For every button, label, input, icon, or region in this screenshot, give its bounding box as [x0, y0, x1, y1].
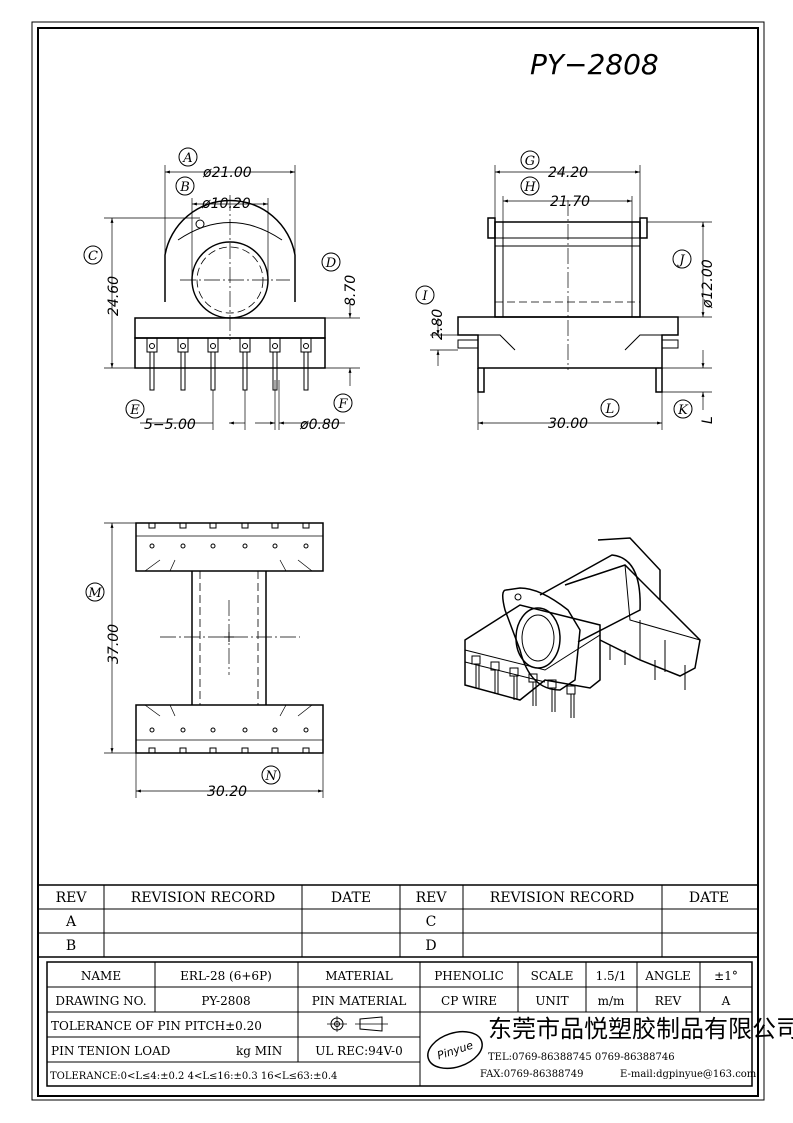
rev-header-2: REV [416, 890, 448, 906]
callout-label: J [676, 253, 685, 268]
title-block: NAME ERL-28 (6+6P) MATERIAL PHENOLIC SCA… [46, 961, 793, 1087]
callout-label: K [677, 403, 689, 418]
pin-material-label: PIN MATERIAL [312, 994, 407, 1008]
callout-f-marker: F [333, 393, 353, 413]
pin [303, 351, 309, 391]
callout-k-marker: K [673, 399, 693, 419]
dim-c-value: 24.60 [106, 276, 122, 316]
scale-value: 1.5/1 [596, 969, 627, 983]
rev-record-header-2: REVISION RECORD [490, 890, 634, 906]
company-email: E-mail:dgpinyue@163.com [620, 1069, 757, 1080]
rev-row-b: B [66, 938, 76, 954]
isometric-view [464, 537, 701, 718]
tolerance-pin-pitch: TOLERANCE OF PIN PITCH±0.20 [51, 1019, 262, 1033]
drawing-code: PY−2808 [530, 48, 659, 81]
pin-tension-load-label: PIN TENION LOAD [51, 1044, 170, 1058]
name-value: ERL-28 (6+6P) [180, 969, 272, 983]
dim-l-value: 30.00 [548, 416, 588, 432]
callout-label: N [264, 769, 277, 784]
rev-label: REV [655, 994, 682, 1008]
rev-row-a: A [65, 914, 77, 930]
company-name: 东莞市品悦塑胶制品有限公司 [488, 1015, 793, 1043]
front-view: ø21.00 ø10.20 24.60 8.70 5−5.00 ø0.80 [104, 165, 360, 433]
callout-b-marker: B [175, 176, 195, 196]
pin [149, 351, 155, 391]
callout-label: B [179, 180, 190, 195]
dim-h-value: 21.70 [550, 194, 590, 210]
date-header-2: DATE [689, 890, 729, 906]
dim-j-value: ø12.00 [700, 259, 716, 309]
company-fax: FAX:0769-86388749 [480, 1069, 584, 1080]
callout-label: M [87, 586, 102, 601]
callout-d-marker: D [321, 252, 341, 272]
pin [210, 351, 216, 391]
callout-label: L [605, 402, 615, 417]
tolerance-general: TOLERANCE:0<L≤4:±0.2 4<L≤16:±0.3 16<L≤63… [50, 1071, 337, 1082]
rev-row-d: D [425, 938, 436, 954]
top-view: 37.00 30.20 [104, 522, 324, 800]
callout-h-marker: H [520, 176, 540, 196]
callout-label: D [325, 256, 337, 271]
pin [180, 351, 186, 391]
drawing-no-label: DRAWING NO. [55, 994, 146, 1008]
drawing-no-value: PY-2808 [201, 994, 250, 1008]
callout-label: C [88, 249, 98, 264]
revision-table: REV REVISION RECORD DATE REV REVISION RE… [38, 884, 758, 958]
dim-f-value: ø0.80 [299, 417, 340, 433]
callout-label: E [129, 403, 140, 418]
dim-m-value: 37.00 [106, 624, 122, 664]
callout-m-marker: M [85, 582, 105, 602]
dim-k-value: L [700, 416, 716, 424]
callout-j-marker: J [672, 249, 692, 269]
rev-row-c: C [426, 914, 437, 930]
rev-value: A [721, 994, 731, 1008]
inner-border [37, 27, 759, 1097]
pin [242, 351, 248, 391]
projection-symbol [327, 1016, 388, 1032]
rev-header-1: REV [56, 890, 88, 906]
callout-e-marker: E [125, 399, 145, 419]
callout-i-marker: I [415, 285, 435, 305]
logo-text: Pinyue [436, 1039, 475, 1063]
ul-rec: UL REC:94V-0 [315, 1044, 402, 1058]
pin-tension-load-value: kg MIN [236, 1044, 282, 1058]
company-tel: TEL:0769-86388745 0769-86388746 [488, 1052, 675, 1063]
angle-label: ANGLE [644, 969, 690, 983]
callout-n-marker: N [261, 765, 281, 785]
side-view: 24.20 21.70 ø12.00 2.80 30.00 L [430, 165, 716, 432]
dim-b-value: ø10.20 [201, 196, 251, 212]
name-label: NAME [81, 969, 121, 983]
callout-a-marker: A [178, 147, 198, 167]
outer-border [31, 21, 765, 1101]
callout-c-marker: C [83, 245, 103, 265]
dim-d-value: 8.70 [343, 275, 359, 306]
dim-e-value: 5−5.00 [144, 417, 196, 433]
dim-n-value: 30.20 [207, 784, 247, 800]
dim-g-value: 24.20 [548, 165, 588, 181]
unit-label: UNIT [535, 994, 568, 1008]
dim-a-value: ø21.00 [202, 165, 252, 181]
pin-material-value: CP WIRE [441, 994, 497, 1008]
callout-label: A [182, 151, 192, 166]
scale-label: SCALE [531, 969, 574, 983]
callout-label: I [421, 289, 428, 304]
callout-label: G [525, 154, 535, 169]
date-header-1: DATE [331, 890, 371, 906]
pinyue-logo: Pinyue [427, 1030, 483, 1070]
callout-g-marker: G [520, 150, 540, 170]
callout-label: H [523, 180, 536, 195]
angle-value: ±1° [714, 969, 738, 983]
callout-label: F [337, 397, 348, 412]
dim-i-value: 2.80 [430, 309, 446, 340]
unit-value: m/m [598, 994, 625, 1008]
material-value: PHENOLIC [434, 969, 504, 983]
callout-l-marker: L [600, 398, 620, 418]
rev-record-header-1: REVISION RECORD [131, 890, 275, 906]
material-label: MATERIAL [325, 969, 393, 983]
